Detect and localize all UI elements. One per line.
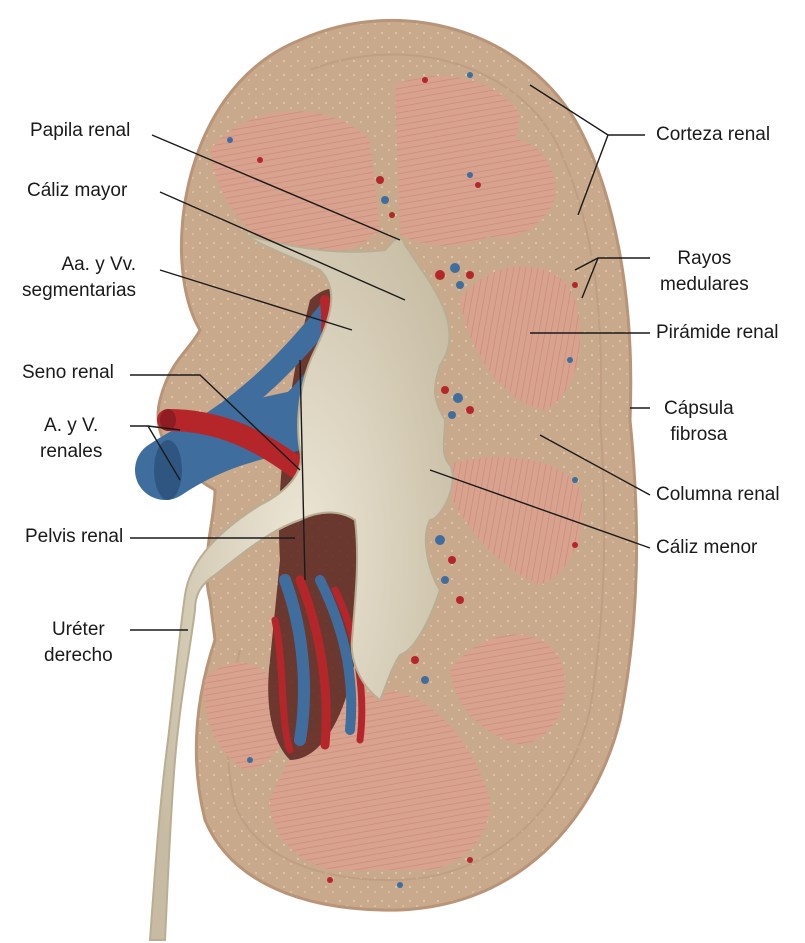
label-corteza-renal: Corteza renal <box>656 122 770 148</box>
label-rayos-medulares: Rayos medulares <box>660 246 749 298</box>
label-aa-vv-segmentarias: Aa. y Vv. segmentarias <box>22 252 136 304</box>
label-piramide-renal: Pirámide renal <box>656 320 779 346</box>
label-a-v-renales: A. y V. renales <box>40 413 102 465</box>
label-columna-renal: Columna renal <box>656 482 780 508</box>
label-caliz-mayor: Cáliz mayor <box>27 178 127 204</box>
label-pelvis-renal: Pelvis renal <box>25 524 123 550</box>
label-caliz-menor: Cáliz menor <box>656 535 757 561</box>
label-seno-renal: Seno renal <box>22 360 114 386</box>
label-papila-renal: Papila renal <box>30 118 130 144</box>
label-capsula-fibrosa: Cápsula fibrosa <box>664 396 734 448</box>
label-ureter-derecho: Uréter derecho <box>44 617 113 669</box>
